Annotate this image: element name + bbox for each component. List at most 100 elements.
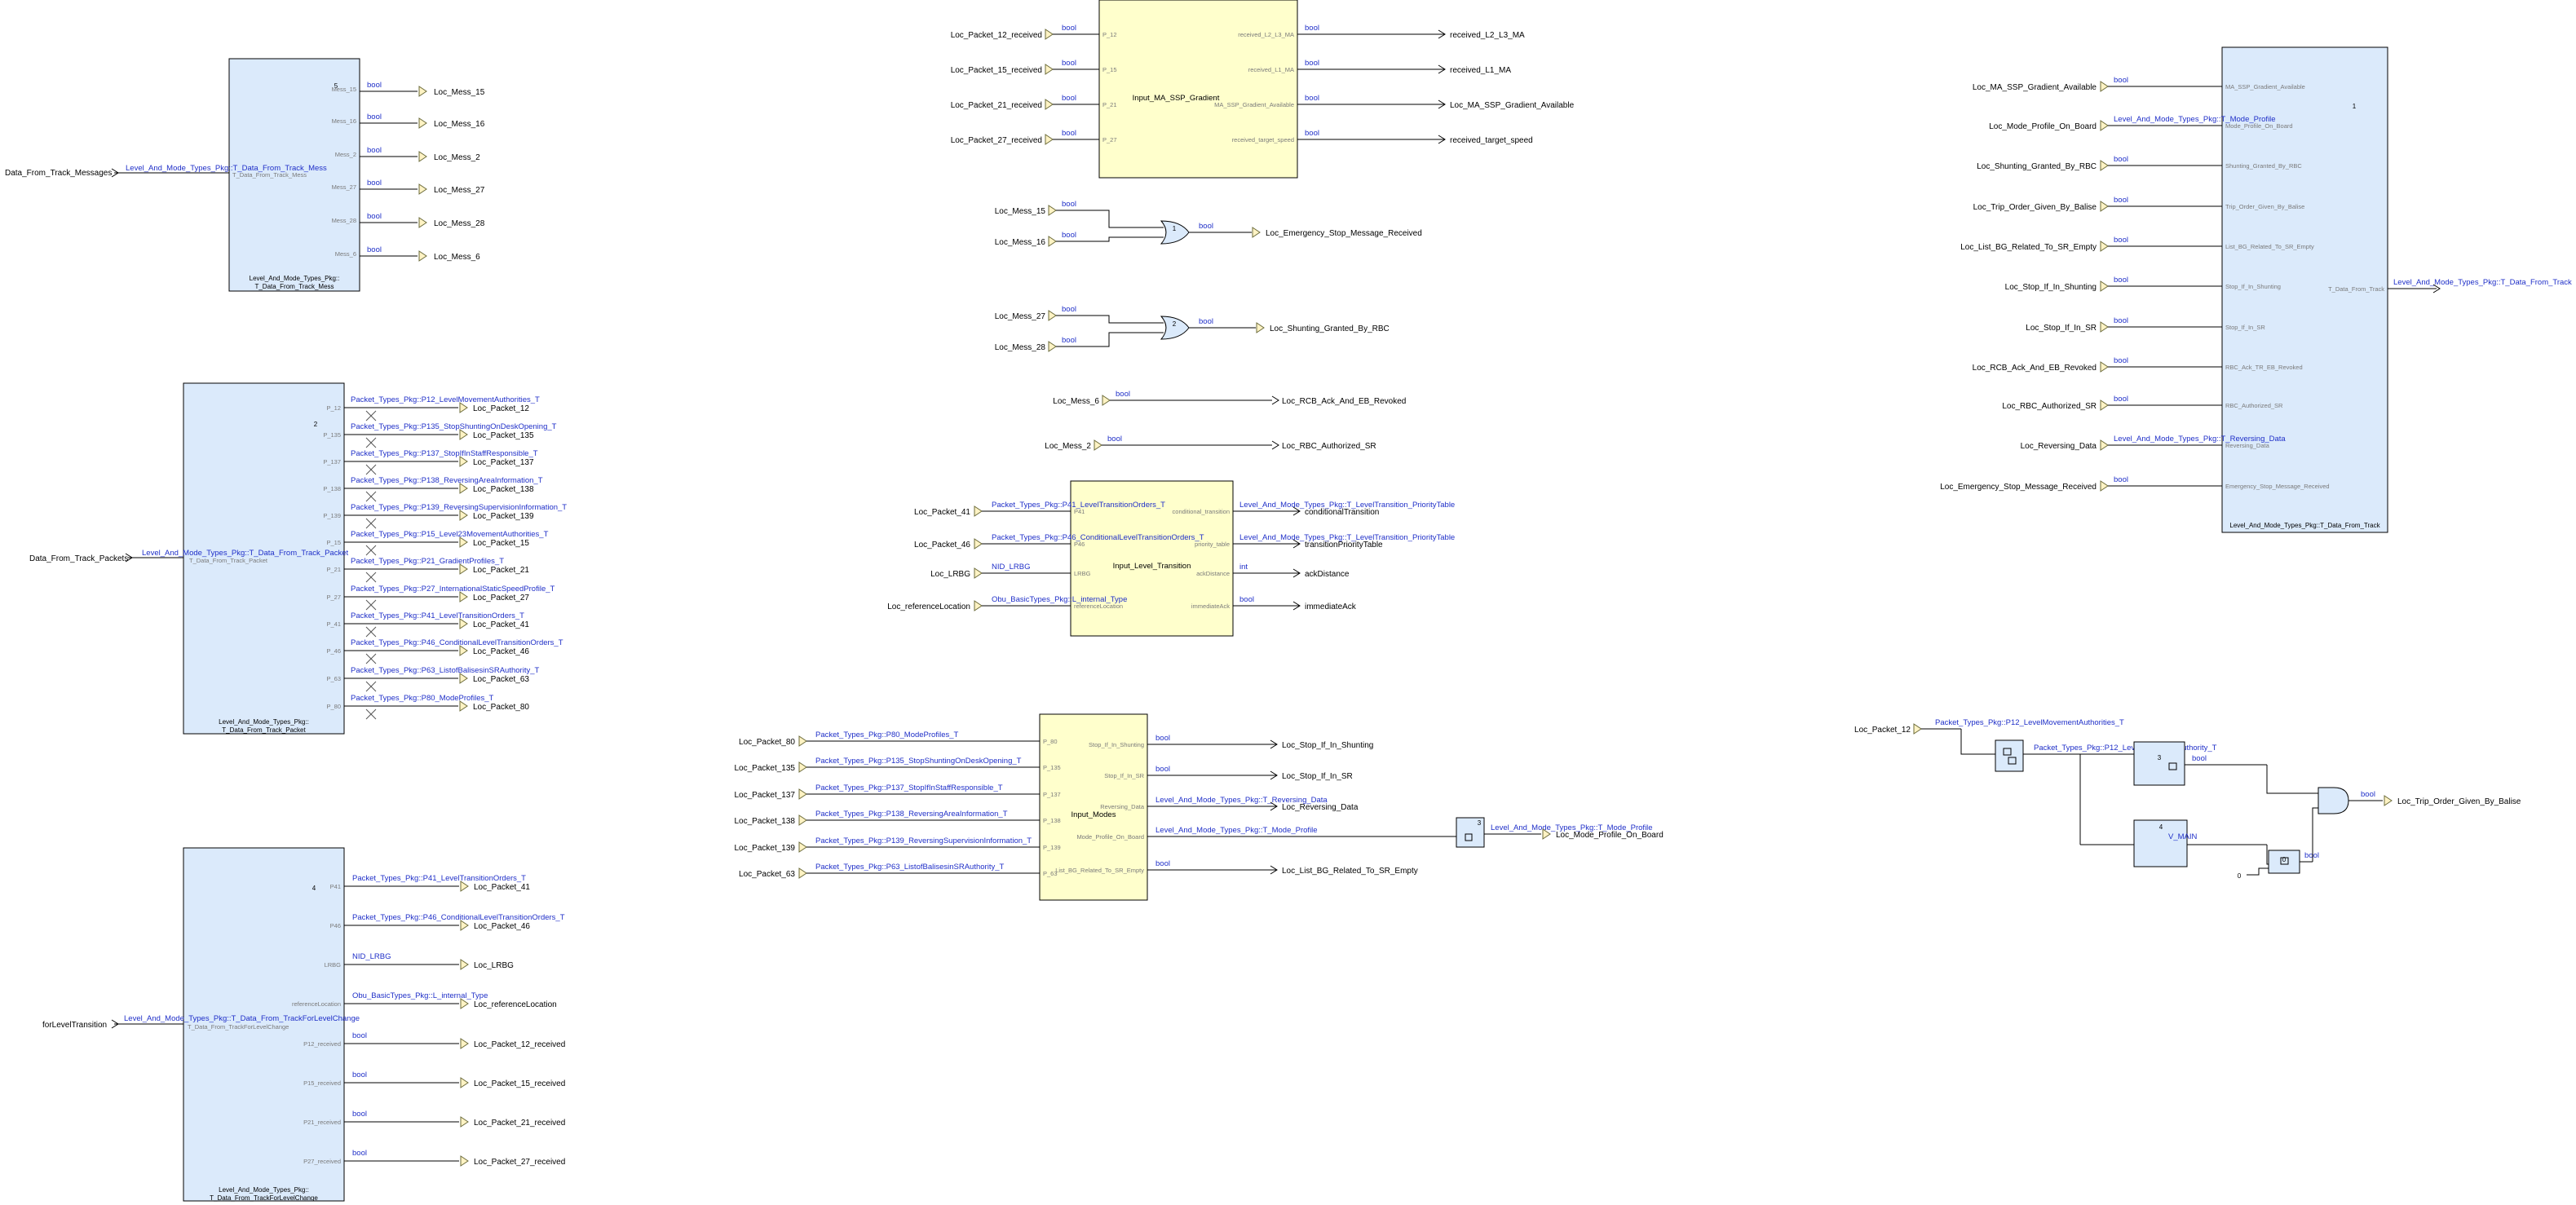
or2-in1-flag[interactable]	[1048, 310, 1057, 321]
bus-out-in-flag[interactable]	[2100, 201, 2109, 212]
trip-projection-block[interactable]	[2133, 741, 2185, 786]
or1-gate[interactable]	[1160, 220, 1190, 245]
bus3-out-flag[interactable]	[460, 920, 469, 931]
modes-out-type: bool	[1155, 859, 1170, 868]
direct2-in-flag[interactable]	[1094, 439, 1102, 451]
bus2-out-flag[interactable]	[459, 483, 468, 494]
bus2-out-flag[interactable]	[459, 456, 468, 467]
level-transition-in-flag[interactable]	[974, 505, 983, 517]
bus3-out-flag[interactable]	[460, 1155, 469, 1167]
bus1-out-port: Mess_27	[332, 183, 356, 191]
or2-in2-flag[interactable]	[1048, 341, 1057, 352]
bus3-out-flag[interactable]	[460, 1038, 469, 1049]
bus-out-in-flag[interactable]	[2100, 480, 2109, 492]
bus1-projection-block[interactable]	[228, 58, 360, 292]
trip-source-flag[interactable]	[1913, 723, 1922, 735]
bus-out-in-flag[interactable]	[2100, 280, 2109, 292]
bus-out-in-flag[interactable]	[2100, 439, 2109, 451]
gradient-in-flag[interactable]	[1045, 134, 1054, 145]
bus2-out-flag[interactable]	[459, 402, 468, 413]
trip-dynamic-projection-block[interactable]	[1995, 739, 2024, 772]
bus-out-in-flag[interactable]	[2100, 321, 2109, 333]
trip-compare-block[interactable]	[2268, 850, 2300, 874]
modes-projection-block[interactable]	[1456, 817, 1485, 848]
gradient-in-flag[interactable]	[1045, 29, 1054, 40]
level-transition-in-type: NID_LRBG	[992, 563, 1031, 572]
or1-in2-flag[interactable]	[1048, 236, 1057, 247]
modes-projection-out-flag[interactable]	[1542, 828, 1551, 840]
bus-out-in-port: RBC_Authorized_SR	[2225, 402, 2283, 409]
bus1-out-flag[interactable]	[418, 117, 427, 129]
modes-in-flag[interactable]	[798, 735, 807, 747]
bus3-out-flag[interactable]	[460, 998, 469, 1009]
bus2-out-flag[interactable]	[459, 563, 468, 575]
bus2-out-flag[interactable]	[459, 618, 468, 629]
bus2-out-flag[interactable]	[459, 645, 468, 656]
trip-out-flag[interactable]	[2384, 795, 2393, 806]
bus2-out-flag[interactable]	[459, 591, 468, 602]
or2-out-flag[interactable]	[1256, 322, 1265, 333]
bus3-out-flag[interactable]	[460, 959, 469, 970]
bus-out-in-flag[interactable]	[2100, 399, 2109, 411]
bus-out-in-flag[interactable]	[2100, 160, 2109, 171]
gradient-in-flag[interactable]	[1045, 64, 1054, 75]
bus2-out-port: P_137	[323, 458, 341, 466]
bus-out-make-block[interactable]	[2221, 46, 2388, 533]
bus3-out-flag[interactable]	[460, 881, 469, 892]
bus2-out-flag[interactable]	[459, 510, 468, 521]
modes-in-flag[interactable]	[798, 867, 807, 879]
level-transition-operator-block[interactable]	[1070, 480, 1234, 637]
bus1-out-flag[interactable]	[418, 250, 427, 262]
bus1-out-flag[interactable]	[418, 86, 427, 97]
trip-const-block[interactable]	[2133, 819, 2188, 867]
bus3-out-type: bool	[352, 1149, 367, 1158]
bus3-projection-block[interactable]	[183, 847, 345, 1202]
bus3-out-flag[interactable]	[460, 1077, 469, 1088]
bus2-out-type: Packet_Types_Pkg::P15_Level23MovementAut…	[351, 530, 549, 539]
bus-out-in-port: Mode_Profile_On_Board	[2225, 122, 2293, 130]
level-transition-in-port: P46	[1074, 541, 1085, 548]
modes-in-flag[interactable]	[798, 761, 807, 773]
gradient-out-port: MA_SSP_Gradient_Available	[1214, 101, 1294, 108]
bus2-out-flag[interactable]	[459, 700, 468, 712]
level-transition-in-flag[interactable]	[974, 567, 983, 579]
bus1-out-port: Mess_15	[332, 86, 356, 93]
gradient-in-flag[interactable]	[1045, 99, 1054, 110]
bus-out-in-flag[interactable]	[2100, 120, 2109, 131]
trip-cmp-in1	[2266, 845, 2269, 865]
modes-in-flag[interactable]	[798, 788, 807, 800]
bus3-out-type: Obu_BasicTypes_Pkg::L_internal_Type	[352, 991, 488, 1000]
bus-out-in-flag[interactable]	[2100, 361, 2109, 373]
trip-and-gate[interactable]	[2318, 787, 2349, 814]
level-transition-in-flag[interactable]	[974, 538, 983, 550]
level-transition-in-flag[interactable]	[974, 600, 983, 611]
bus2-out-type: Packet_Types_Pkg::P137_StopIfInStaffResp…	[351, 449, 538, 458]
bus1-out-flag[interactable]	[418, 217, 427, 228]
direct1-target: Loc_RCB_Ack_And_EB_Revoked	[1282, 397, 1406, 406]
direct1-in-flag[interactable]	[1102, 395, 1111, 406]
modes-in-flag[interactable]	[798, 841, 807, 853]
bus2-out-flag[interactable]	[459, 429, 468, 440]
or1-out-type: bool	[1199, 222, 1213, 231]
modes-projection-out-type: Level_And_Mode_Types_Pkg::T_Mode_Profile	[1491, 823, 1653, 832]
or2-gate[interactable]	[1160, 316, 1190, 340]
bus3-out-port: LRBG	[325, 961, 342, 969]
bus2-out-flag[interactable]	[459, 673, 468, 684]
modes-in-port: P_138	[1043, 817, 1061, 824]
modes-in-flag[interactable]	[798, 814, 807, 826]
bus1-out-flag[interactable]	[418, 183, 427, 195]
gradient-out-arrow	[1438, 29, 1446, 39]
bus-out-in-source: Loc_Reversing_Data	[2021, 442, 2097, 451]
bus1-out-flag[interactable]	[418, 151, 427, 162]
bus2-projection-block[interactable]	[183, 382, 345, 735]
bus3-out-type: bool	[352, 1070, 367, 1079]
bus-out-in-flag[interactable]	[2100, 241, 2109, 252]
modes-operator-block[interactable]	[1039, 713, 1148, 901]
or1-in1-flag[interactable]	[1048, 205, 1057, 216]
gradient-operator-block[interactable]	[1098, 0, 1298, 179]
or1-out-flag[interactable]	[1252, 227, 1261, 238]
bus-out-in-flag[interactable]	[2100, 81, 2109, 92]
bus2-out-flag[interactable]	[459, 536, 468, 548]
bus3-out-flag[interactable]	[460, 1116, 469, 1128]
